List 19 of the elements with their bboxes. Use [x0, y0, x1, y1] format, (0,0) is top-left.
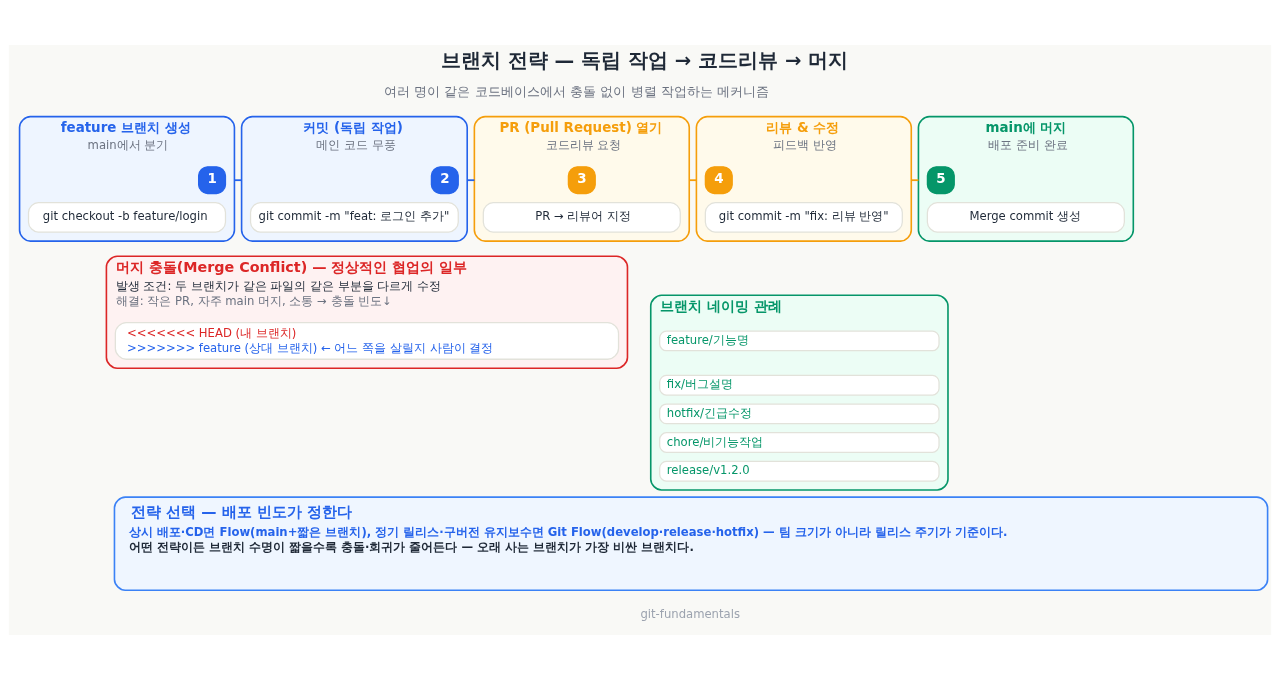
- node-box: Merge commit 생성: [926, 201, 1125, 233]
- node-box: PR → 리뷰어 지정: [482, 201, 681, 233]
- label: git-fundamentals: [640, 607, 740, 622]
- node-box: git commit -m "fix: 리뷰 반영": [704, 201, 903, 233]
- node-box: fix/버그설명: [659, 374, 940, 396]
- connector: [466, 179, 476, 182]
- label: 여러 명이 같은 코드베이스에서 충돌 없이 병렬 작업하는 메커니즘: [383, 84, 770, 100]
- node-box: release/v1.2.0: [659, 460, 940, 482]
- node-box: git commit -m "feat: 로그인 추가": [249, 201, 459, 233]
- node-box: git checkout -b feature/login: [27, 201, 227, 233]
- node-box: 전략 선택 — 배포 빈도가 정한다 상시 배포·CD면 Flow(main+짧은 브랜치), 정기 릴리스·구버전 유지보수면 Git Flow(develop·release·hotfix) — 팀 크기가 아니라 릴리스 주기가 기준이다. 어떤 전략이든 브랜치 수명이 짧을수록 충돌·회귀가 줄어든다 — 오래 사는 브랜치가 가장 비싼 브랜치다.: [113, 496, 1269, 592]
- node-box: <<<<<<< HEAD (내 브랜치) >>>>>>> feature (상대 브랜치) ← 어느 쪽을 살릴지 사람이 결정: [114, 321, 620, 360]
- node-box: hotfix/긴급수정: [659, 403, 940, 425]
- node-box: chore/비기능작업: [659, 432, 940, 453]
- diagram-title: 브랜치 전략 — 독립 작업 → 코드리뷰 → 머지: [440, 49, 849, 73]
- connector: [910, 179, 920, 182]
- node-box: feature/기능명: [659, 330, 940, 352]
- connector: [688, 179, 698, 182]
- connector: [233, 179, 243, 182]
